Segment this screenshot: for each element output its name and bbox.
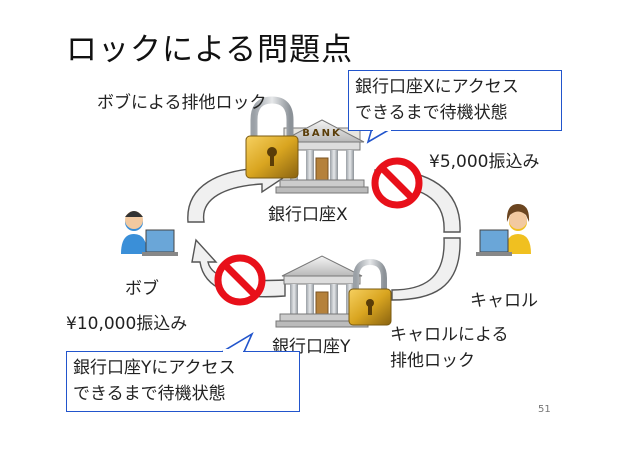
callout-y-tail-join	[223, 349, 243, 353]
page-number: 51	[538, 404, 551, 415]
carol-label: キャロル	[470, 291, 538, 311]
bob-label: ボブ	[125, 279, 159, 299]
bank-sign: BANK	[302, 128, 342, 139]
callout-y: 銀行口座Yにアクセス できるまで待機状態	[66, 351, 300, 412]
carol-person-icon	[476, 204, 531, 256]
callout-y-line1: 銀行口座Yにアクセス	[73, 358, 236, 378]
transfer-y-label: ¥10,000振込み	[66, 314, 188, 334]
callout-x-tail-join	[373, 127, 391, 131]
callout-x-line1: 銀行口座Xにアクセス	[355, 77, 519, 97]
padlock-carol-icon	[348, 258, 392, 326]
callout-x: 銀行口座Xにアクセス できるまで待機状態	[348, 70, 562, 131]
bank-y-icon	[275, 255, 369, 328]
bob-person-icon	[121, 211, 178, 256]
callout-x-line2: できるまで待機状態	[355, 103, 508, 123]
bob-lock-label: ボブによる排他ロック	[97, 93, 267, 113]
transfer-x-label: ¥5,000振込み	[429, 152, 540, 172]
padlock-bob-icon	[245, 96, 299, 179]
slide-title: ロックによる問題点	[66, 32, 354, 68]
prohibited-icon-top	[371, 157, 423, 209]
carol-lock-label: キャロルによる 排他ロック	[390, 322, 509, 374]
carol-lock-label-line2: 排他ロック	[390, 351, 475, 371]
carol-lock-label-line1: キャロルによる	[390, 325, 509, 345]
bank-x-label: 銀行口座X	[268, 205, 348, 225]
callout-y-line2: できるまで待機状態	[73, 384, 226, 404]
prohibited-icon-bottom	[214, 254, 266, 306]
